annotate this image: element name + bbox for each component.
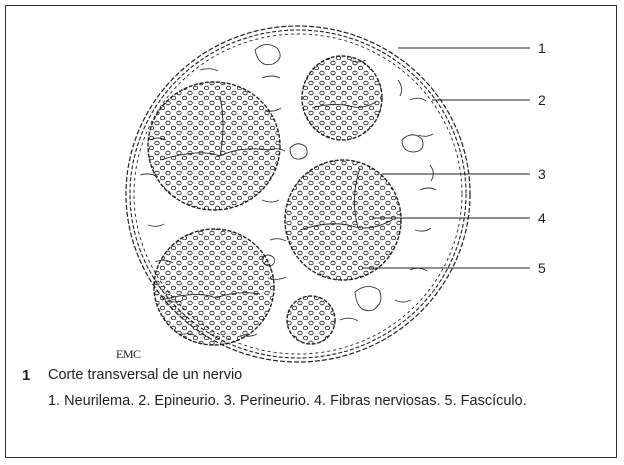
label-2: 2 bbox=[538, 92, 546, 108]
figure-legend: 1. Neurilema. 2. Epineurio. 3. Perineuri… bbox=[48, 391, 593, 412]
label-4: 4 bbox=[538, 210, 546, 226]
figure-title: Corte transversal de un nervio bbox=[48, 367, 242, 383]
fascicle-large-lower-left bbox=[154, 229, 274, 345]
label-5: 5 bbox=[538, 260, 546, 276]
emc-logo: EMC bbox=[116, 347, 141, 361]
fascicle-medium-right bbox=[285, 160, 401, 280]
label-1: 1 bbox=[538, 40, 546, 56]
label-3: 3 bbox=[538, 166, 546, 182]
fascicle-tiny-bottom bbox=[287, 296, 335, 344]
fascicle-large-upper-left bbox=[148, 82, 280, 210]
figure-number: 1 bbox=[22, 367, 30, 384]
fascicle-small-upper-right bbox=[302, 56, 382, 140]
